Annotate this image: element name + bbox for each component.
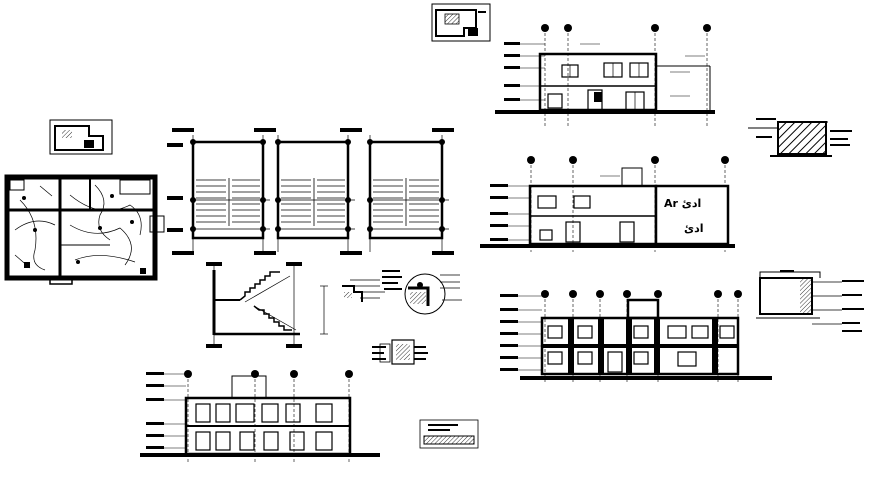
wall-section-detail-2 [756,270,864,332]
stair-plans [167,128,454,255]
elevation-side-middle: Ar ادئ ادئ [480,156,735,252]
floor-plan-electrical [4,174,165,285]
key-plan-thumbnail-top [431,3,491,42]
key-plan-thumbnail-left [49,119,113,155]
elevation-bottom-left [140,370,380,462]
elevation-front-top [495,24,715,128]
panel-label-top: Ar ادئ [664,197,701,210]
panel-label-bottom: ادئ [684,222,704,235]
elevation-rear-lower [500,290,772,384]
wall-section-detail-1 [748,118,852,157]
stair-section [206,262,328,348]
construction-details-center [342,270,479,449]
